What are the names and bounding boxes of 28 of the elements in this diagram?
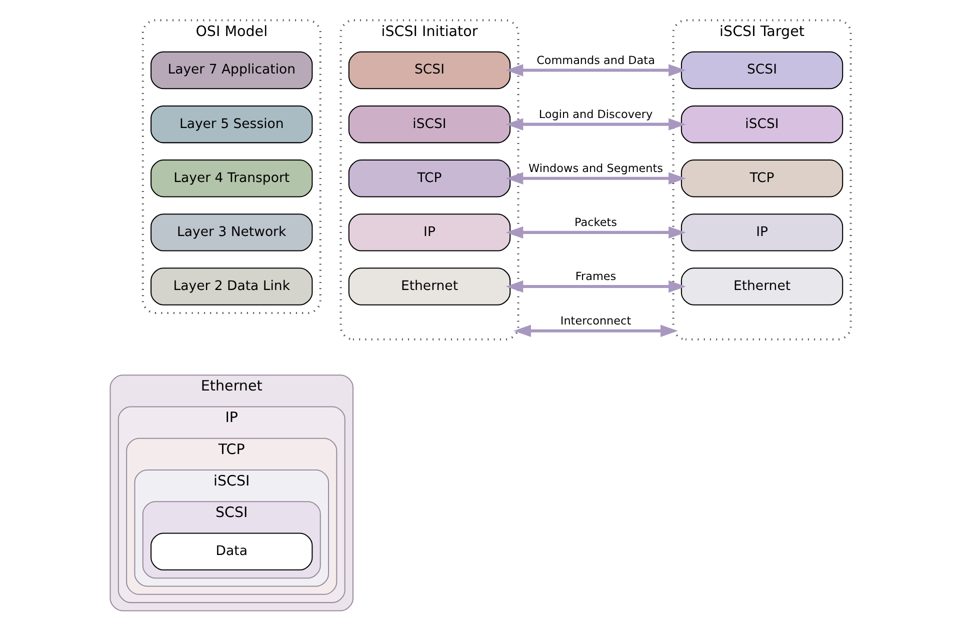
node-box: Layer 5 Session <box>150 105 313 144</box>
node-box: Layer 3 Network <box>150 214 313 252</box>
node-box: SCSI <box>348 51 511 90</box>
arrow <box>506 64 686 76</box>
node-box: SCSI <box>680 51 844 90</box>
node-box: Layer 2 Data Link <box>150 268 313 306</box>
edge-label: Interconnect <box>560 314 632 328</box>
node-box: Ethernet <box>348 268 511 306</box>
edge-label: Login and Discovery <box>538 108 653 121</box>
node-box: Layer 4 Transport <box>150 160 313 198</box>
node-box: iSCSI <box>348 105 511 144</box>
edge-label: Windows and Segments <box>528 162 663 176</box>
arrow <box>506 280 686 293</box>
arrow <box>506 172 686 184</box>
edge-label: Packets <box>574 216 618 230</box>
edge-label: Commands and Data <box>536 54 655 67</box>
edge-label: Frames <box>575 270 616 284</box>
arrow <box>506 226 686 239</box>
node-box: iSCSI <box>680 105 844 144</box>
arrow <box>506 118 686 130</box>
node-box: TCP <box>348 160 511 198</box>
node-box: TCP <box>680 160 844 198</box>
arrow <box>514 324 678 337</box>
node-box: IP <box>348 214 511 252</box>
node-box: Data <box>150 532 313 570</box>
node-box: Ethernet <box>680 268 844 306</box>
node-box: Layer 7 Application <box>150 51 313 90</box>
node-box: IP <box>680 214 844 252</box>
